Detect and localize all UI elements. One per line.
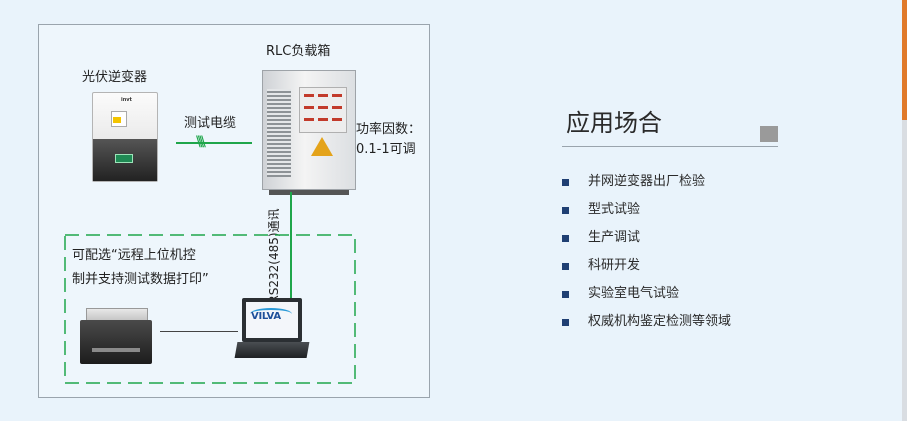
inverter-image: invt <box>92 92 158 182</box>
logo-arc <box>250 308 292 320</box>
title-accent-square <box>760 126 778 142</box>
bullet-icon <box>562 291 569 298</box>
bullet-icon <box>562 263 569 270</box>
cable-coil-symbol: \\\\ <box>196 134 206 150</box>
title-underline <box>562 146 778 147</box>
printer-image <box>80 308 152 366</box>
list-item-label: 权威机构鉴定检测等领域 <box>588 314 732 329</box>
hazard-warning-icon <box>311 137 333 156</box>
right-edge-accent <box>902 0 907 120</box>
cabinet-base <box>269 190 349 195</box>
laptop-keyboard <box>234 342 310 358</box>
list-item: 科研开发 <box>562 252 731 280</box>
bullet-icon <box>562 207 569 214</box>
bullet-icon <box>562 235 569 242</box>
printer-tray <box>92 348 140 352</box>
bullet-icon <box>562 319 569 326</box>
list-item: 并网逆变器出厂检验 <box>562 168 731 196</box>
laptop-logo: VILVA <box>251 311 281 322</box>
printer-laptop-link <box>160 331 238 332</box>
rlc-label: RLC负载箱 <box>266 44 331 59</box>
laptop-screen: VILVA <box>246 302 298 338</box>
inverter-brand: invt <box>121 97 132 103</box>
laptop-image: VILVA <box>234 298 310 370</box>
right-edge-bar <box>902 0 907 421</box>
laptop-lid: VILVA <box>242 298 302 342</box>
list-item: 实验室电气试验 <box>562 280 731 308</box>
printer-body <box>80 320 152 364</box>
optional-text-line2: 制并支持测试数据打印” <box>72 272 209 287</box>
cable-label: 测试电缆 <box>184 116 237 131</box>
section-title: 应用场合 <box>566 109 662 137</box>
list-item-label: 型式试验 <box>588 202 641 217</box>
optional-config-area <box>64 234 356 384</box>
rlc-cabinet-image <box>262 70 356 195</box>
warning-icon <box>113 117 121 123</box>
cabinet-control-panel <box>299 87 347 133</box>
optional-text-line1: 可配选“远程上位机控 <box>72 248 196 263</box>
list-item-label: 实验室电气试验 <box>588 286 680 301</box>
list-item: 型式试验 <box>562 196 731 224</box>
power-factor-line1: 功率因数： <box>356 122 422 137</box>
application-list: 并网逆变器出厂检验 型式试验 生产调试 科研开发 实验室电气试验 权威机构鉴定检… <box>562 168 731 336</box>
power-factor-line2: 0.1-1可调 <box>356 142 416 157</box>
list-item-label: 科研开发 <box>588 258 641 273</box>
dashed-border <box>64 234 356 384</box>
test-cable-line <box>176 142 252 144</box>
inverter-label: 光伏逆变器 <box>82 70 148 85</box>
list-item: 生产调试 <box>562 224 731 252</box>
inverter-display <box>115 154 133 163</box>
list-item-label: 生产调试 <box>588 230 641 245</box>
communication-line <box>290 192 292 300</box>
list-item: 权威机构鉴定检测等领域 <box>562 308 731 336</box>
bullet-icon <box>562 179 569 186</box>
list-item-label: 并网逆变器出厂检验 <box>588 174 706 189</box>
cabinet-vent-grill <box>267 89 291 177</box>
